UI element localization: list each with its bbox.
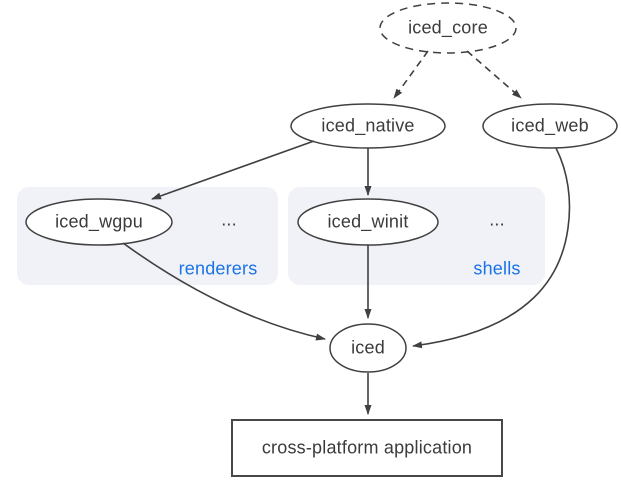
node-iced-wgpu-label: iced_wgpu (55, 211, 143, 232)
node-application-label: cross-platform application (261, 437, 473, 458)
group-renderers-ellipsis: ... (221, 209, 237, 230)
node-iced-core-label: iced_core (408, 17, 488, 38)
node-iced-shape (329, 323, 407, 373)
edge-native-to-wgpu (151, 140, 315, 200)
edge-core-to-native (393, 50, 429, 99)
node-iced-web-shape (482, 103, 618, 149)
node-iced-core-shape (379, 2, 517, 54)
edge-core-to-web (466, 50, 522, 99)
node-iced-web-label: iced_web (511, 115, 589, 136)
node-iced-winit-label: iced_winit (327, 211, 409, 232)
node-iced-wgpu-shape (25, 198, 173, 246)
group-shells-label: shells (473, 258, 521, 279)
node-iced-label: iced (351, 337, 385, 358)
node-application-shape (231, 419, 503, 477)
group-renderers-label: renderers (178, 258, 258, 279)
edge-wgpu-to-iced (122, 242, 326, 341)
edge-web-to-iced (412, 147, 571, 349)
node-iced-native-label: iced_native (321, 115, 415, 136)
group-shells-ellipsis: ... (489, 209, 505, 230)
